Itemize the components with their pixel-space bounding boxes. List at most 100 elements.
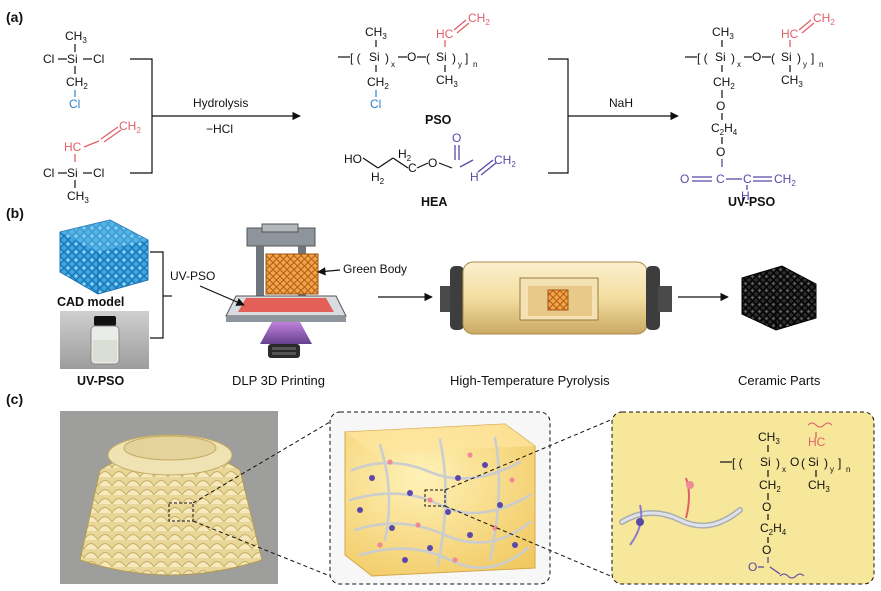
uvpso-label: UV-PSO bbox=[728, 195, 776, 209]
hydrolysis-arrow: Hydrolysis −HCl bbox=[130, 58, 301, 174]
svg-text:CH3: CH3 bbox=[365, 25, 387, 41]
svg-text:C2H4: C2H4 bbox=[760, 521, 787, 537]
svg-text:): ) bbox=[776, 456, 780, 470]
methylene-group: CH2 bbox=[66, 75, 88, 91]
pyrolysis-label: High-Temperature Pyrolysis bbox=[450, 373, 610, 388]
methyl-group: CH3 bbox=[65, 29, 87, 45]
svg-text:O: O bbox=[762, 500, 771, 514]
vinyl-hc: HC bbox=[64, 140, 82, 154]
uvpso-bottle-label: UV-PSO bbox=[77, 374, 125, 388]
svg-text:(: ( bbox=[426, 51, 430, 65]
cad-model-label: CAD model bbox=[57, 295, 124, 309]
svg-text:Cl: Cl bbox=[370, 97, 381, 111]
svg-text:HC: HC bbox=[781, 27, 799, 41]
svg-text:x: x bbox=[737, 60, 741, 69]
svg-text:C: C bbox=[408, 161, 417, 175]
svg-text:H2: H2 bbox=[371, 170, 385, 186]
svg-text:H2: H2 bbox=[398, 147, 412, 163]
silicon-atom: Si bbox=[67, 52, 78, 66]
svg-text:): ) bbox=[731, 51, 735, 65]
svg-text:Si: Si bbox=[760, 455, 771, 469]
svg-text:O: O bbox=[452, 131, 461, 145]
svg-text:CH2: CH2 bbox=[759, 478, 781, 494]
nah-label: NaH bbox=[609, 96, 633, 110]
hydrolysis-label: Hydrolysis bbox=[193, 96, 248, 110]
cad-model-lattice bbox=[59, 219, 149, 295]
chlorine-right-2: Cl bbox=[93, 166, 104, 180]
pso-label: PSO bbox=[425, 113, 452, 127]
uvpso-arrow-label: UV-PSO bbox=[170, 269, 215, 283]
molecular-detail-panel: CH3 [ ( Si ) x O ( Si ) y ] n HC CH3 CH2… bbox=[611, 411, 875, 585]
vinyl-silane: CH2 HC Cl Si Cl CH3 bbox=[43, 119, 141, 205]
svg-text:O: O bbox=[716, 145, 725, 159]
svg-text:CH2: CH2 bbox=[367, 75, 389, 91]
chloromethyl-silane: CH3 Cl Si Cl CH2 Cl bbox=[43, 29, 104, 111]
ceramic-lattice bbox=[741, 265, 817, 331]
svg-text:HC: HC bbox=[808, 435, 826, 449]
svg-text:(: ( bbox=[801, 456, 805, 470]
svg-text:CH3: CH3 bbox=[781, 73, 803, 89]
svg-text:O: O bbox=[716, 99, 725, 113]
panel-label-c: (c) bbox=[6, 391, 23, 407]
svg-text:x: x bbox=[782, 465, 786, 474]
ceramic-label: Ceramic Parts bbox=[738, 373, 821, 388]
svg-text:CH2: CH2 bbox=[774, 172, 796, 188]
svg-text:HC: HC bbox=[436, 27, 454, 41]
uvpso-bottle-photo bbox=[60, 311, 149, 369]
svg-text:CH2: CH2 bbox=[813, 11, 835, 27]
svg-text:n: n bbox=[473, 60, 477, 69]
svg-text:CH3: CH3 bbox=[436, 73, 458, 89]
svg-text:H: H bbox=[741, 189, 750, 203]
dlp-label: DLP 3D Printing bbox=[232, 373, 325, 388]
svg-text:CH2: CH2 bbox=[494, 153, 516, 169]
methyl-group-2: CH3 bbox=[67, 189, 89, 205]
hea-structure: HO H2 H2 C O O H CH2 HEA bbox=[344, 131, 516, 209]
svg-text:Si: Si bbox=[781, 50, 792, 64]
svg-text:y: y bbox=[458, 60, 462, 69]
svg-text:O: O bbox=[748, 560, 757, 574]
hcl-label: −HCl bbox=[206, 122, 233, 136]
svg-text:Si: Si bbox=[369, 50, 380, 64]
svg-text:O: O bbox=[752, 50, 761, 64]
svg-text:Si: Si bbox=[715, 50, 726, 64]
svg-text:CH2: CH2 bbox=[713, 75, 735, 91]
hea-label: HEA bbox=[421, 195, 447, 209]
svg-text:y: y bbox=[803, 60, 807, 69]
chlorine-right: Cl bbox=[93, 52, 104, 66]
svg-text:O: O bbox=[762, 543, 771, 557]
svg-text:O: O bbox=[407, 50, 416, 64]
svg-text:CH3: CH3 bbox=[808, 478, 830, 494]
svg-text:O: O bbox=[790, 455, 799, 469]
panel-label-b: (b) bbox=[6, 205, 24, 221]
svg-text:x: x bbox=[391, 60, 395, 69]
svg-text:CH2: CH2 bbox=[468, 11, 490, 27]
green-body-label: Green Body bbox=[343, 262, 407, 276]
svg-text:[ (: [ ( bbox=[732, 456, 743, 470]
svg-text:O: O bbox=[428, 156, 437, 170]
printed-part-photo bbox=[60, 411, 278, 584]
svg-text:n: n bbox=[846, 465, 850, 474]
svg-text:(: ( bbox=[771, 51, 775, 65]
svg-text:y: y bbox=[830, 465, 834, 474]
uvpso-structure: CH3 [ ( Si ) x O ( Si ) y ] n HC CH2 CH3… bbox=[680, 11, 835, 209]
network-cube-panel bbox=[329, 411, 551, 585]
nah-arrow: NaH bbox=[548, 58, 679, 174]
svg-text:]: ] bbox=[811, 51, 814, 65]
chlorine-blue: Cl bbox=[69, 97, 80, 111]
svg-text:C: C bbox=[716, 172, 725, 186]
chlorine-left: Cl bbox=[43, 52, 54, 66]
chlorine-left-2: Cl bbox=[43, 166, 54, 180]
svg-text:): ) bbox=[797, 51, 801, 65]
vinyl-ch2: CH2 bbox=[119, 119, 141, 135]
svg-text:HO: HO bbox=[344, 152, 362, 166]
pso-structure: CH3 [ ( Si ) x O ( Si ) y ] n HC CH2 CH3… bbox=[338, 11, 490, 127]
svg-text:n: n bbox=[819, 60, 823, 69]
pso-bracket: [ ( bbox=[350, 51, 361, 65]
svg-text:]: ] bbox=[838, 456, 841, 470]
panel-label-a: (a) bbox=[6, 9, 23, 25]
svg-text:): ) bbox=[452, 51, 456, 65]
svg-text:): ) bbox=[824, 456, 828, 470]
svg-text:): ) bbox=[385, 51, 389, 65]
pyrolysis-furnace bbox=[440, 261, 672, 335]
